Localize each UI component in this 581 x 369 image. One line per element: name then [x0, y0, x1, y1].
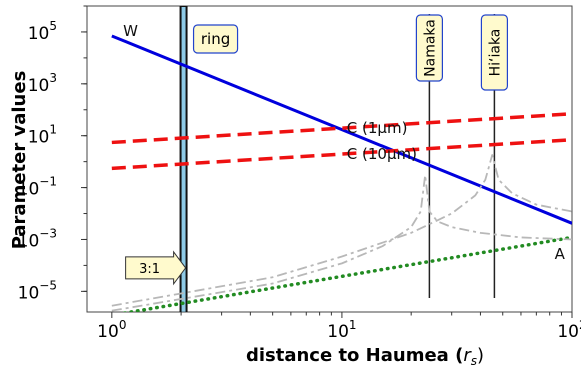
ring-bar — [179, 6, 188, 312]
ring-label-box — [192, 24, 239, 54]
ring-label: ring — [201, 30, 230, 48]
series-label-2: C (10μm) — [347, 145, 417, 163]
series-label-3: A — [555, 245, 566, 263]
series-label-0: W — [123, 22, 138, 40]
series-line-0 — [111, 34, 572, 225]
y-axis-label: Parameter values — [9, 71, 30, 250]
x-tick-label-0: 100 — [97, 318, 126, 342]
resonance-arrow — [125, 250, 187, 286]
x-axis-label: distance to Haumea (rs) — [246, 345, 484, 368]
series-label-1: C (1μm) — [347, 119, 408, 137]
y-tick-label-1: 103 — [28, 71, 57, 96]
series-line-4 — [111, 174, 572, 312]
x-axis-label-close: ) — [477, 345, 484, 366]
y-tick-label-0: 105 — [28, 19, 57, 44]
series-line-3 — [120, 235, 572, 312]
y-tick-label-5: 10−5 — [18, 278, 57, 303]
y-tick-label-2: 101 — [28, 123, 57, 148]
x-axis-label-main: distance to Haumea ( — [246, 345, 463, 366]
series-line-5 — [111, 154, 572, 307]
moon-label-1: Hiʻiaka — [487, 29, 503, 77]
moon-label-box-1 — [480, 14, 509, 91]
resonance-arrow-label: 3:1 — [139, 262, 160, 277]
x-axis-label-symbol: r — [463, 345, 472, 366]
y-tick-label-4: 10−3 — [18, 226, 57, 251]
y-tick-label-3: 10−1 — [18, 175, 57, 200]
series-line-2 — [111, 137, 572, 171]
x-tick-label-1: 101 — [327, 318, 356, 342]
moon-label-box-0 — [415, 14, 443, 82]
moon-label-0: Namaka — [422, 19, 438, 77]
x-axis-label-subscript: s — [471, 354, 477, 368]
x-tick-label-2: 102 — [557, 318, 581, 342]
series-line-1 — [111, 112, 572, 145]
